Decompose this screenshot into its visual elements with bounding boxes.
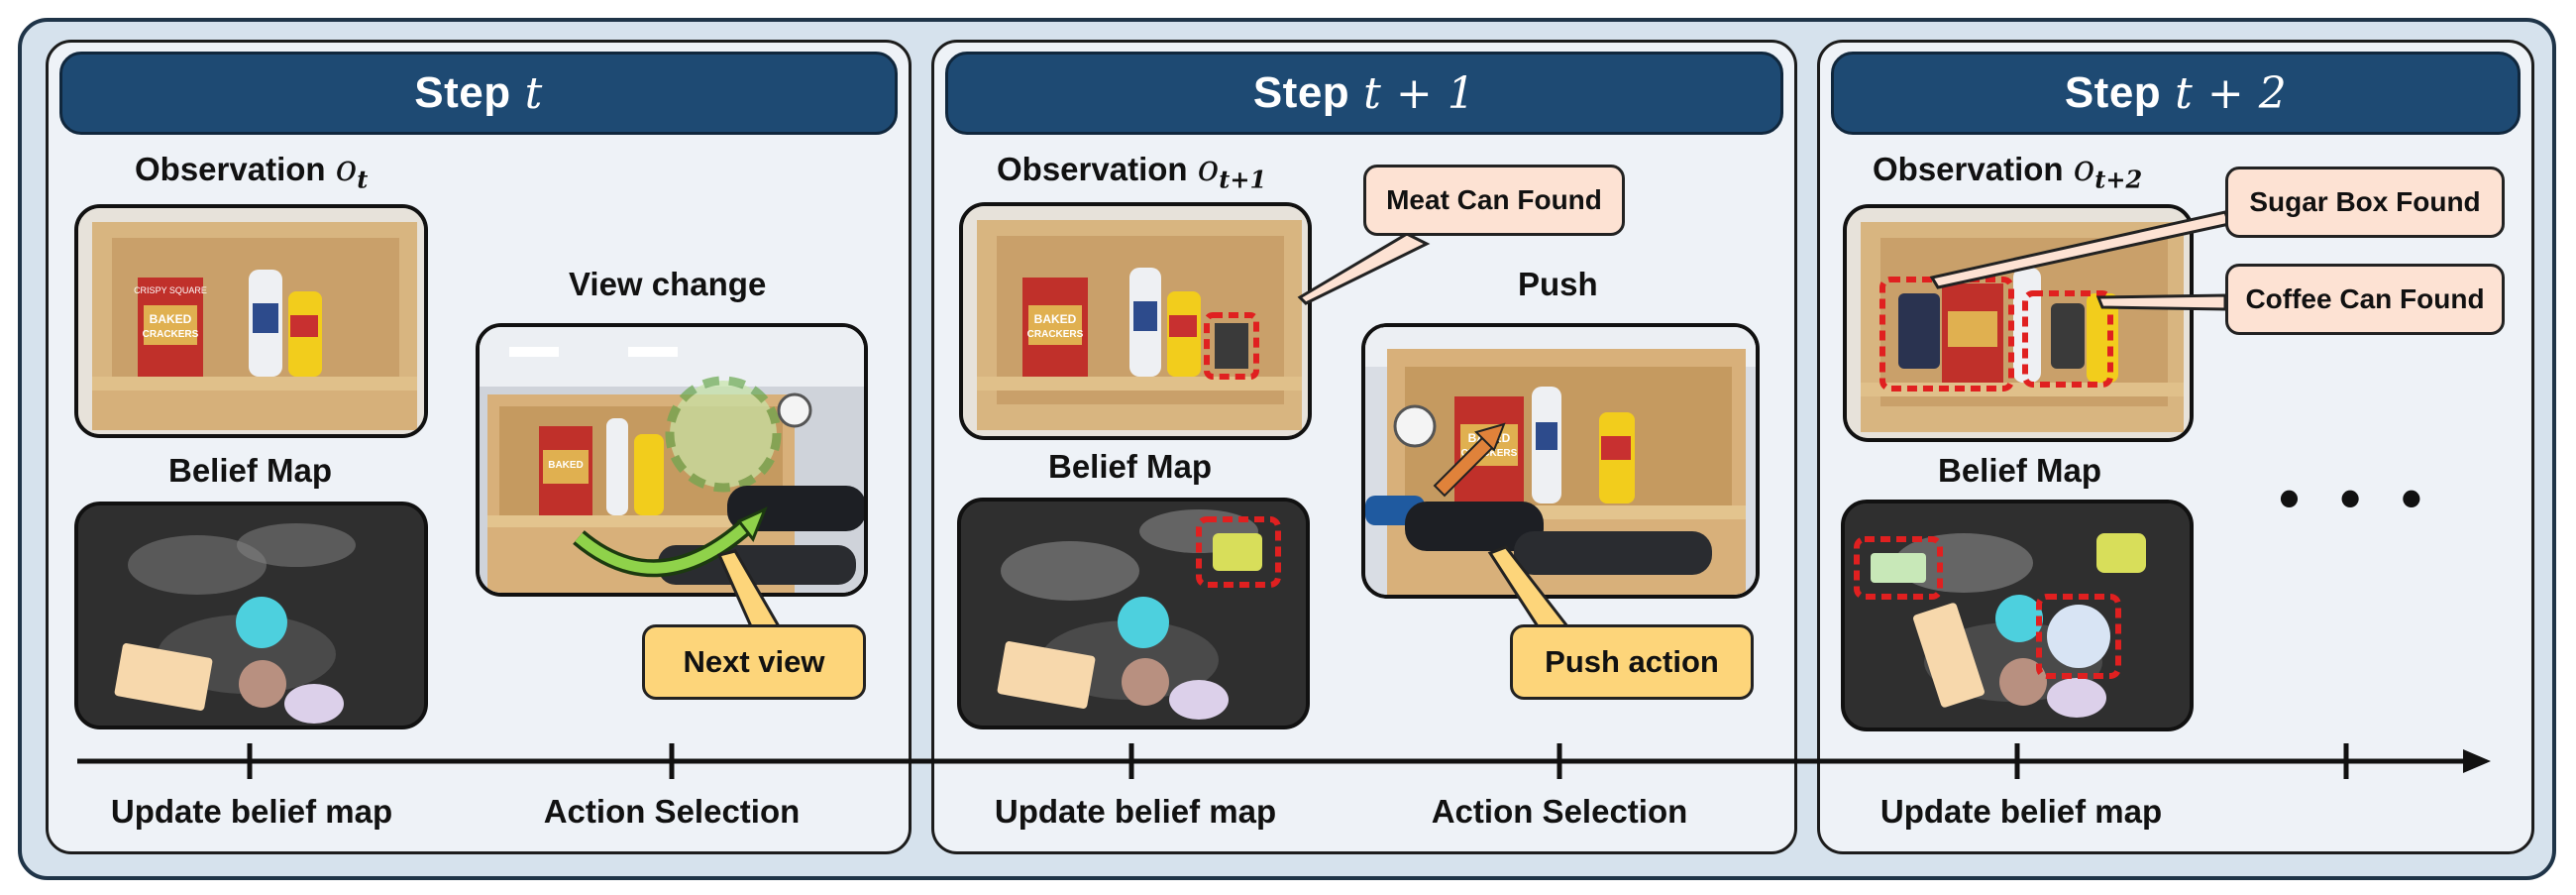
svg-text:BAKED: BAKED — [548, 460, 584, 471]
svg-text:BAKED: BAKED — [1034, 312, 1077, 326]
push-scene: BAKED CRACKERS — [1365, 327, 1756, 595]
timeline-label-action-2: Action Selection — [1431, 793, 1688, 830]
svg-text:CRACKERS: CRACKERS — [1027, 329, 1084, 340]
belief-region-sugar-box — [1871, 553, 1926, 583]
step-t1-observation-image: BAKED CRACKERS — [959, 202, 1312, 440]
push-action-box: Push action — [1510, 624, 1754, 700]
svg-text:CRISPY SQUARE: CRISPY SQUARE — [134, 285, 207, 295]
belief-map-t — [78, 505, 424, 726]
timeline-label-action-1: Action Selection — [543, 793, 801, 830]
step-t-observation-image: CRISPY SQUARE BAKED CRACKERS — [74, 204, 428, 438]
next-view-box: Next view — [642, 624, 866, 700]
timeline-label-update-2: Update belief map — [994, 793, 1277, 830]
step-t1-belief-map — [957, 498, 1310, 729]
step-t2-header: Step t + 2 — [1831, 52, 2521, 135]
belief-region-coffee-can — [2047, 605, 2110, 668]
step-t2-belief-label: Belief Map — [1938, 452, 2102, 489]
shelf-scene-t: CRISPY SQUARE BAKED CRACKERS — [78, 208, 424, 434]
view-change-scene: BAKED — [480, 327, 864, 593]
step-t1-push-image: BAKED CRACKERS — [1361, 323, 1760, 599]
meat-can — [1215, 323, 1248, 369]
belief-region-sugar — [114, 643, 213, 711]
step-t-belief-label: Belief Map — [168, 452, 333, 489]
step-t-view-change-image: BAKED — [476, 323, 868, 597]
coffee-can — [1898, 293, 1940, 369]
timeline-label-update-1: Update belief map — [110, 793, 393, 830]
step-t2-header-word: Step — [2064, 68, 2162, 117]
view-change-arrow — [575, 520, 751, 574]
step-t-header-var: t — [524, 67, 543, 119]
belief-map-t1 — [961, 502, 1306, 726]
next-view-marker — [665, 376, 782, 493]
shelf-scene-t1: BAKED CRACKERS — [963, 206, 1308, 436]
continuation-ellipsis: • • • — [2279, 465, 2434, 531]
step-t-belief-map — [74, 502, 428, 729]
step-t-action-title: View change — [569, 266, 767, 302]
step-t1-belief-label: Belief Map — [1048, 448, 1213, 485]
belief-region-meat-can — [1213, 533, 1262, 571]
svg-text:BAKED: BAKED — [150, 312, 192, 326]
svg-text:CRACKERS: CRACKERS — [143, 329, 199, 340]
coffee-can-found-callout: Coffee Can Found — [2225, 264, 2505, 335]
meat-can-found-marker — [1204, 312, 1259, 380]
step-t2-header-var: t + 2 — [2175, 67, 2288, 119]
robot-gripper — [1393, 404, 1437, 448]
belief-region-meat — [239, 660, 286, 708]
step-t-header: Step t — [59, 52, 898, 135]
step-t2-belief-map — [1841, 500, 2194, 731]
belief-region-other — [284, 684, 344, 724]
belief-region-coffee — [236, 597, 287, 648]
timeline-arrowhead — [2463, 749, 2491, 773]
step-t1-header-word: Step — [1252, 68, 1350, 117]
step-t1-action-title: Push — [1518, 266, 1598, 302]
belief-map-t2 — [1845, 503, 2190, 727]
svg-text:CRACKERS: CRACKERS — [1461, 448, 1518, 459]
timeline-label-update-3: Update belief map — [1879, 793, 2163, 830]
sugar-box-found-callout: Sugar Box Found — [2225, 167, 2505, 238]
step-t-header-word: Step — [414, 68, 511, 117]
meat-can-found-callout: Meat Can Found — [1363, 165, 1625, 236]
step-t1-header: Step t + 1 — [945, 52, 1783, 135]
step-t1-header-var: t + 1 — [1363, 67, 1476, 119]
